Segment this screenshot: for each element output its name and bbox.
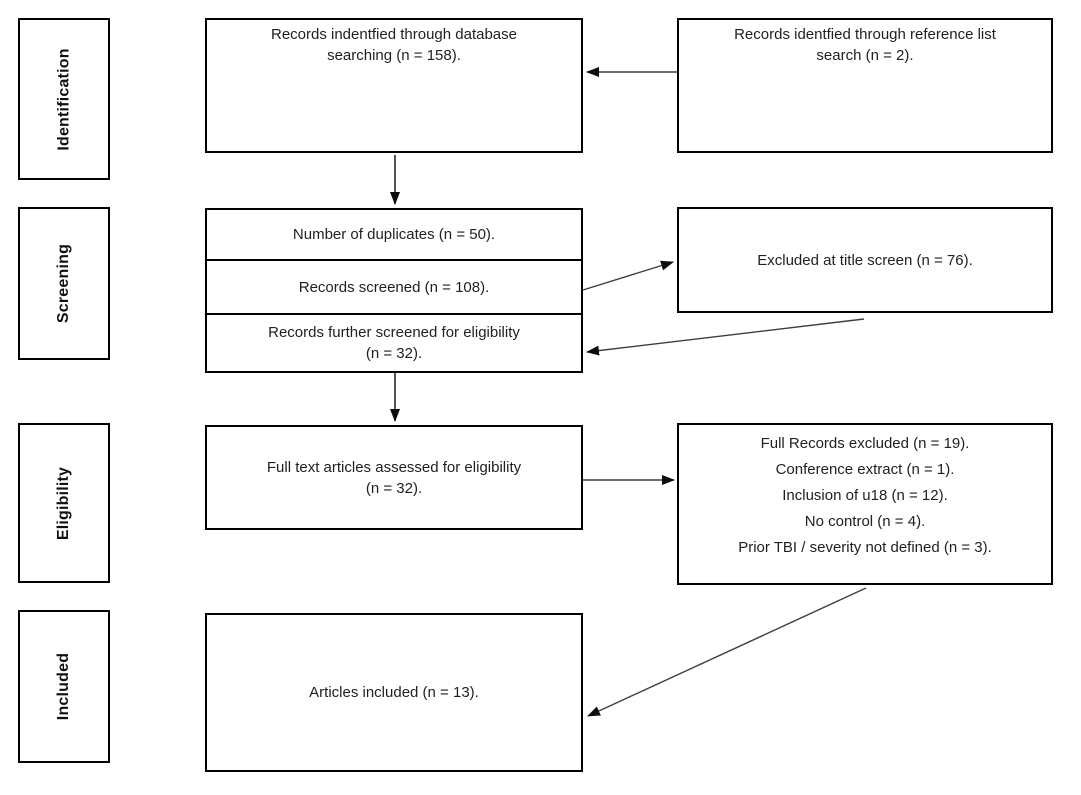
stage-label-text: Identification xyxy=(55,47,73,151)
box-text-line: searching (n = 158). xyxy=(327,47,461,64)
box-text-line: No control (n = 4). xyxy=(804,513,926,530)
box-text-line: (n = 32). xyxy=(365,345,423,362)
box-records-screened: Records screened (n = 108). xyxy=(205,259,583,315)
box-text-line: (n = 32). xyxy=(365,479,423,497)
box-text-line: Records identfied through reference list xyxy=(734,26,996,43)
arrow-screened-to-excluded-title xyxy=(582,260,674,291)
stage-label-text: Screening xyxy=(55,243,73,324)
box-excluded-at-title-screen: Excluded at title screen (n = 76). xyxy=(677,207,1053,313)
stage-label-eligibility: Eligibility xyxy=(18,423,110,583)
box-text-line: Inclusion of u18 (n = 12). xyxy=(782,487,948,504)
box-fulltext-assessed: Full text articles assessed for eligibil… xyxy=(205,425,583,530)
box-further-screened: Records further screened for eligibility… xyxy=(205,313,583,373)
box-text-line: Records further screened for eligibility xyxy=(268,324,520,341)
box-text-line: Records indentfied through database xyxy=(270,26,517,43)
box-reference-list-search: Records identfied through reference list… xyxy=(677,18,1053,153)
stage-label-text: Included xyxy=(55,652,73,721)
stage-label-identification: Identification xyxy=(18,18,110,180)
box-text-line: Full Records excluded (n = 19). xyxy=(760,435,970,452)
box-duplicates: Number of duplicates (n = 50). xyxy=(205,208,583,261)
arrow-excluded-full-to-included xyxy=(587,587,867,717)
arrow-excluded-title-to-further-screened xyxy=(586,318,865,356)
stage-label-included: Included xyxy=(18,610,110,763)
stage-label-text: Eligibility xyxy=(55,466,73,540)
box-text-line: Number of duplicates (n = 50). xyxy=(292,226,496,243)
box-database-search: Records indentfied through database sear… xyxy=(205,18,583,153)
box-text-line: Full text articles assessed for eligibil… xyxy=(266,458,522,476)
box-full-records-excluded: Full Records excluded (n = 19). Conferen… xyxy=(677,423,1053,585)
box-text-line: search (n = 2). xyxy=(816,47,914,64)
box-text-line: Conference extract (n = 1). xyxy=(775,461,955,478)
box-articles-included: Articles included (n = 13). xyxy=(205,613,583,772)
box-text-line: Articles included (n = 13). xyxy=(309,684,479,701)
box-text-line: Excluded at title screen (n = 76). xyxy=(757,251,973,269)
box-text-line: Records screened (n = 108). xyxy=(298,278,490,296)
stage-label-screening: Screening xyxy=(18,207,110,360)
box-text-line: Prior TBI / severity not defined (n = 3)… xyxy=(738,539,992,556)
